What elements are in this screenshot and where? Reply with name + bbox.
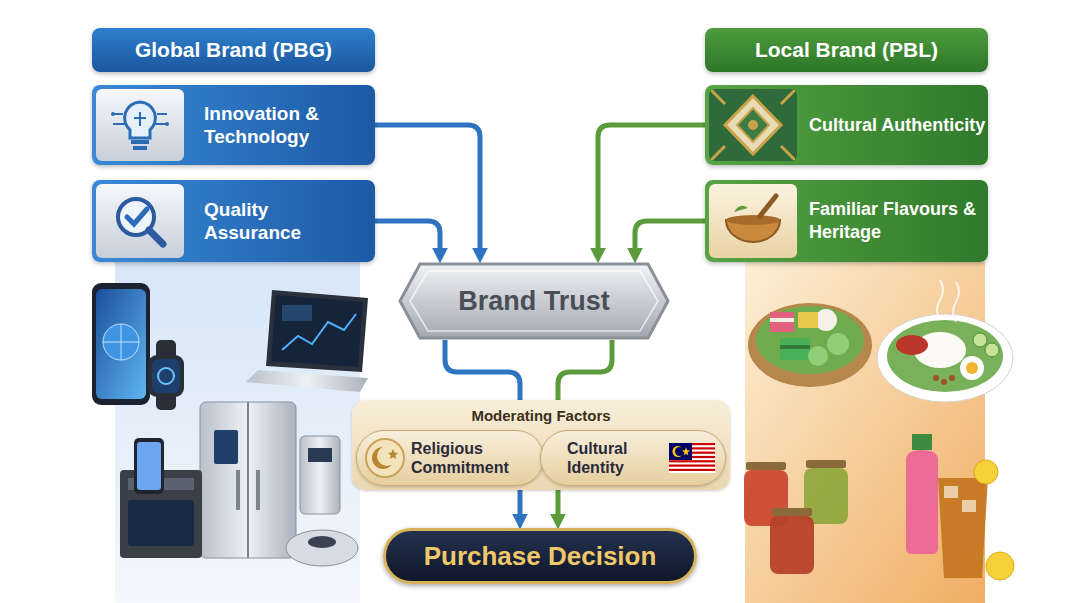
- connector-arrow: [375, 221, 440, 251]
- moderator-pill: Religious Commitment: [356, 430, 544, 486]
- connector-arrow: [635, 221, 705, 251]
- factor-box: Cultural Authenticity: [705, 85, 988, 165]
- node-label: Quality Assurance: [204, 198, 359, 244]
- icon-tile: [96, 89, 184, 161]
- phone-small: [134, 438, 164, 494]
- kuih-basket: [748, 303, 872, 387]
- moderator-pill: Cultural Identity: [540, 430, 726, 486]
- icon-tile: [709, 184, 797, 258]
- drinks: [906, 434, 1014, 580]
- bulb-icon: [109, 94, 171, 156]
- node-label: Local Brand (PBL): [755, 38, 938, 62]
- brand-header: Local Brand (PBL): [705, 28, 988, 72]
- node-label: Religious Commitment: [411, 439, 523, 477]
- connector-arrow: [375, 125, 480, 251]
- laptop: [246, 290, 368, 392]
- crescent-icon: [365, 438, 405, 478]
- refrigerator: [200, 402, 296, 558]
- node-label: Cultural Identity: [567, 439, 663, 477]
- node-label: Brand Trust: [458, 286, 610, 317]
- moderator-band: Moderating FactorsReligious Commitment Cu…: [352, 400, 730, 490]
- batik-icon: [711, 90, 795, 160]
- appliance: [300, 436, 340, 514]
- factor-box: Quality Assurance: [92, 180, 375, 262]
- icon-tile: [96, 184, 184, 258]
- smartphone: [92, 283, 150, 405]
- connector-arrow: [598, 125, 705, 251]
- brand-header: Global Brand (PBG): [92, 28, 375, 72]
- node-label: Purchase Decision: [424, 541, 657, 572]
- bowl-icon: [720, 190, 786, 252]
- smartwatch: [148, 340, 184, 410]
- node-label: Innovation & Technology: [204, 102, 359, 148]
- malaysia-flag: [669, 443, 715, 473]
- node-label: Cultural Authenticity: [809, 114, 985, 137]
- sambal-jars: [744, 460, 848, 574]
- outcome-box: Purchase Decision: [383, 528, 697, 584]
- nasi-lemak-plate: [877, 280, 1013, 402]
- factor-box: Innovation & Technology: [92, 85, 375, 165]
- factor-box: Familiar Flavours & Heritage: [705, 180, 988, 262]
- node-label: Moderating Factors: [471, 407, 610, 424]
- hexagon-node: Brand Trust: [398, 262, 670, 340]
- node-label: Familiar Flavours & Heritage: [809, 198, 988, 244]
- robot-vacuum: [286, 530, 358, 566]
- node-label: Global Brand (PBG): [135, 38, 332, 62]
- icon-tile: [709, 89, 797, 161]
- quality-icon: [109, 190, 171, 252]
